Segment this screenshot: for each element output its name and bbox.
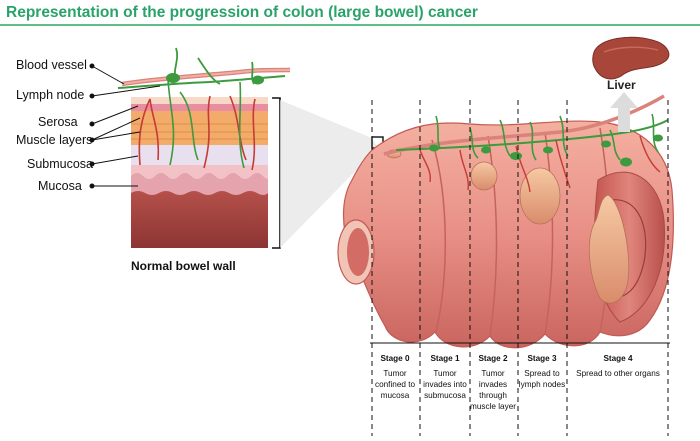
stage-3-name: Stage 3 [527, 354, 557, 363]
stage-1-name: Stage 1 [430, 354, 460, 363]
normal-bowel-wall-caption: Normal bowel wall [131, 259, 236, 273]
muscle-layer [131, 111, 268, 145]
stage-1-desc: Tumor invades into submucosa [423, 369, 467, 400]
bowel-lymph-nodes [429, 134, 663, 167]
mucosa-villi [131, 173, 269, 195]
label-mucosa: Mucosa [38, 179, 82, 193]
tumor-stage-4 [588, 194, 630, 304]
wall-bracket [272, 97, 281, 249]
stage-2-desc: Tumor invades through muscle layer [470, 369, 516, 411]
stage-0-name: Stage 0 [380, 354, 410, 363]
label-lymph-node: Lymph node [16, 88, 85, 102]
stage-0: Stage 0 Tumor confined to mucosa [369, 353, 421, 401]
submucosa-layer [131, 145, 268, 165]
diagram-title: Representation of the progression of col… [6, 4, 478, 21]
stage-dividers [371, 100, 669, 436]
label-muscle-layers: Muscle layers [16, 133, 93, 147]
serosa-layer [131, 104, 268, 111]
stage-4-desc: Spread to other organs [576, 369, 660, 378]
bowel-vessels [383, 94, 669, 193]
lymph-node-right [252, 75, 264, 85]
zoom-cone [280, 100, 378, 248]
tumor-stage-2 [519, 167, 561, 225]
label-blood-vessel: Blood vessel [16, 58, 87, 72]
tumors [386, 149, 630, 304]
liver-illustration [592, 36, 670, 80]
lymph-node-left [166, 73, 180, 83]
stage-1: Stage 1 Tumor invades into submucosa [419, 353, 471, 401]
stage-3: Stage 3 Spread to lymph nodes [517, 353, 567, 390]
mucosa-layer [131, 191, 268, 248]
label-submucosa: Submucosa [27, 157, 94, 171]
liver-label: Liver [607, 78, 636, 92]
title-divider [0, 24, 700, 26]
stage-4-name: Stage 4 [603, 354, 633, 363]
label-serosa: Serosa [38, 115, 78, 129]
tumor-stage-1 [470, 161, 498, 191]
stage-2-name: Stage 2 [478, 354, 508, 363]
stage-2: Stage 2 Tumor invades through muscle lay… [468, 353, 518, 412]
spread-arrow [610, 92, 638, 132]
stage-3-desc: Spread to lymph nodes [518, 369, 566, 389]
bowel-wall-section [117, 47, 291, 248]
stage-4: Stage 4 Spread to other organs [570, 353, 666, 379]
stage-0-desc: Tumor confined to mucosa [374, 369, 416, 400]
